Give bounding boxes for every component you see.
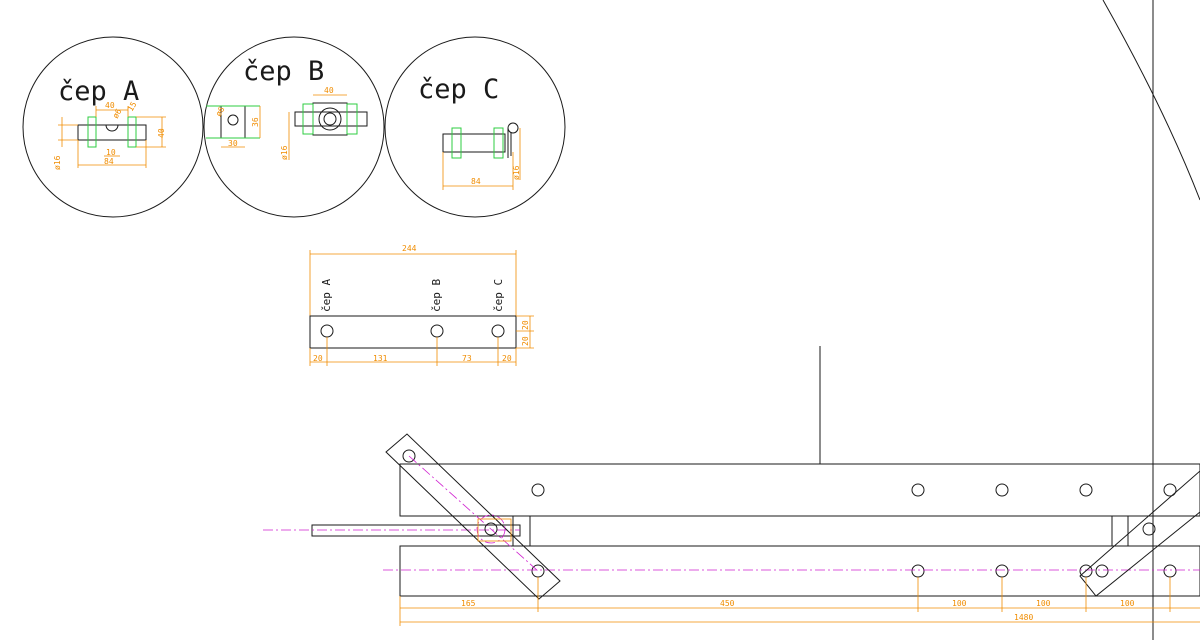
pin-b-bore — [323, 112, 337, 126]
rod — [311, 524, 521, 537]
pin-b-hole — [227, 114, 239, 126]
detail-c-title: čep C — [418, 74, 499, 105]
pin-c-washer-left — [451, 127, 462, 159]
diagonal-brace-right — [1079, 470, 1200, 597]
bar-body — [309, 315, 517, 349]
detail-cep-b: čep B ø6 36 30 40 ø16 — [203, 36, 385, 218]
bar-hole-b — [430, 324, 444, 338]
pin-c-body — [442, 133, 506, 153]
beam-hole — [1163, 483, 1177, 497]
dim-asm-165: 165 — [461, 599, 476, 608]
brace-hole — [402, 449, 416, 463]
brace-hole — [1142, 522, 1156, 536]
detail-cep-c: čep C 84 ø16 — [384, 36, 566, 218]
pin-a-body — [77, 124, 147, 141]
dim-a-40: 40 — [105, 101, 115, 110]
detail-b-title: čep B — [243, 56, 324, 87]
dim-a-d16: ø16 — [53, 155, 62, 170]
beam-hole — [531, 483, 545, 497]
dim-bar-20a: 20 — [313, 354, 323, 363]
upper-beam — [399, 463, 1200, 517]
dim-bar-73: 73 — [462, 354, 472, 363]
dim-b-30: 30 — [228, 139, 238, 148]
detail-a-title: čep A — [58, 76, 139, 107]
pin-b-ring — [318, 107, 342, 131]
lower-beam — [399, 545, 1200, 597]
detail-circle-a — [22, 36, 204, 218]
dim-a-d6: ø6 — [111, 107, 124, 120]
detail-circle-b — [203, 36, 385, 218]
pin-a-notch — [105, 124, 119, 132]
pin-b-shaft — [294, 111, 368, 127]
beam-hole — [1079, 483, 1093, 497]
dim-c-84: 84 — [471, 177, 481, 186]
brace-center-line — [408, 455, 539, 572]
dim-a-40b: 40 — [157, 128, 166, 138]
beam-hole — [911, 564, 925, 578]
pin-c-clip — [507, 122, 519, 134]
diagonal-brace-left — [385, 433, 561, 600]
dim-asm-100b: 100 — [1036, 599, 1051, 608]
beam-hole — [995, 564, 1009, 578]
bar-hole-a — [320, 324, 334, 338]
beam-hole — [995, 483, 1009, 497]
beam-hole — [1163, 564, 1177, 578]
pin-a-washer-left — [87, 116, 97, 148]
dim-bar-244: 244 — [402, 244, 417, 253]
dim-b-36: 36 — [251, 117, 260, 127]
bar-label-a: čep A — [320, 279, 333, 312]
detail-cep-a: čep A 40 ø6 15 ø16 10 84 40 — [22, 36, 204, 218]
dim-bar-side-top: 20 — [521, 320, 530, 330]
detail-circle-c — [384, 36, 566, 218]
bar-hole-c — [491, 324, 505, 338]
dim-asm-1480: 1480 — [1014, 613, 1033, 622]
beam-hole — [911, 483, 925, 497]
dim-bar-131: 131 — [373, 354, 388, 363]
pin-b-washer-left — [302, 103, 314, 135]
swing-arc — [1102, 0, 1200, 201]
brace-pivot-ring — [476, 514, 506, 544]
dim-c-d16: ø16 — [512, 165, 521, 180]
pin-b-washer-right — [346, 103, 358, 135]
assembly-view: 165 450 100 100 100 1480 — [263, 0, 1200, 640]
dim-b-d16: ø16 — [280, 145, 289, 160]
dim-asm-100a: 100 — [952, 599, 967, 608]
dim-b-d6: ø6 — [214, 105, 227, 118]
brace-pivot — [484, 522, 498, 536]
dim-a-10: 10 — [106, 148, 116, 157]
dim-asm-100c: 100 — [1120, 599, 1135, 608]
dim-b-40: 40 — [324, 86, 334, 95]
pivot-bracket — [477, 518, 512, 542]
bar-label-c: čep C — [492, 279, 505, 312]
dim-a-15: 15 — [126, 100, 139, 113]
pin-bar: 244 čep A čep B čep C 20 131 73 20 20 20 — [309, 244, 534, 366]
dim-bar-20b: 20 — [502, 354, 512, 363]
dim-asm-450: 450 — [720, 599, 735, 608]
pin-a-washer-right — [127, 116, 137, 148]
pin-c-washer-right — [493, 127, 504, 159]
beam-hole — [1095, 564, 1109, 578]
bar-label-b: čep B — [430, 279, 443, 312]
dim-bar-side-bottom: 20 — [521, 336, 530, 346]
dim-a-84: 84 — [104, 157, 114, 166]
